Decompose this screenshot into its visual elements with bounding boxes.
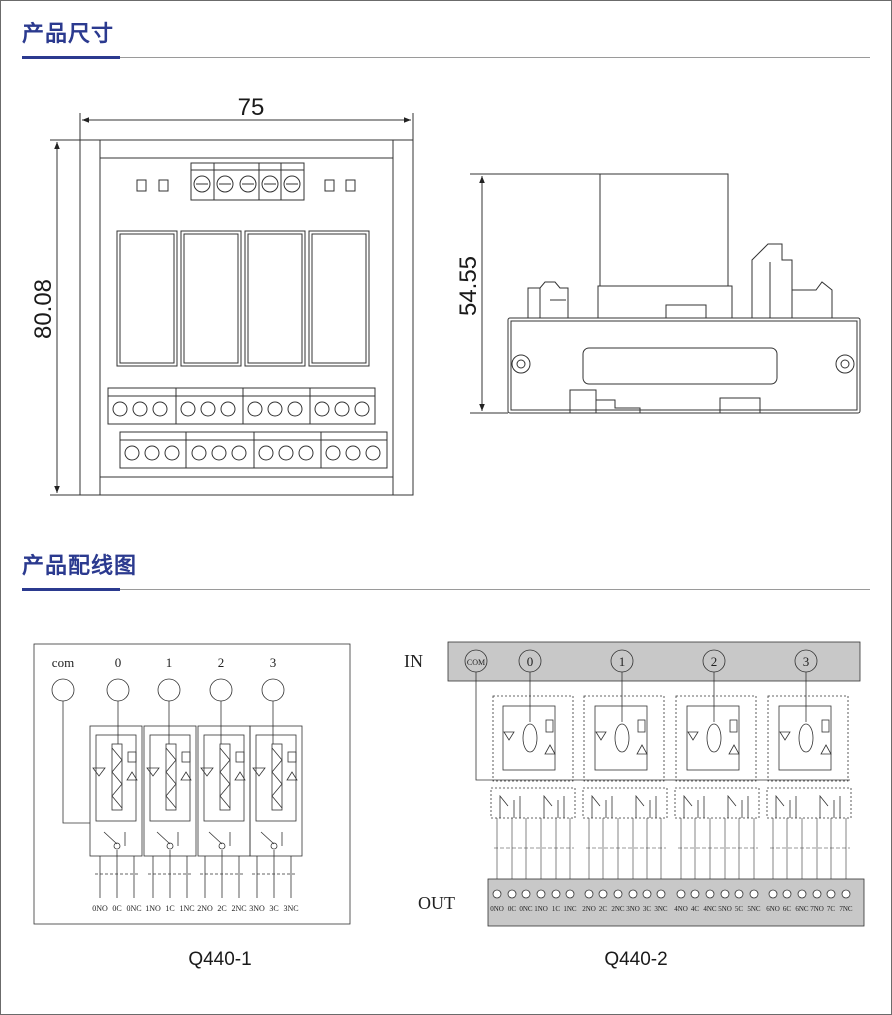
- wiring-title-accent: [22, 588, 120, 591]
- q440-1-input-label: 3: [270, 655, 277, 670]
- q440-2-output-label: 6NO: [766, 905, 780, 913]
- q440-2-output-label: 1C: [552, 905, 561, 913]
- q440-2-output-label: 2C: [599, 905, 608, 913]
- q440-2-output-label: 4NO: [674, 905, 688, 913]
- q440-2-output-label: 2NO: [582, 905, 596, 913]
- q440-2-output-label: 5NO: [718, 905, 732, 913]
- q440-1-input-label: 1: [166, 655, 173, 670]
- q440-2-input-label: 2: [711, 654, 718, 669]
- q440-2-input-label: 1: [619, 654, 626, 669]
- front-view-drawing: [50, 113, 414, 496]
- q440-2-output-label: 0C: [508, 905, 517, 913]
- q440-1-input-label: 0: [115, 655, 122, 670]
- q440-2-output-label: 3NO: [626, 905, 640, 913]
- q440-2-input-label: 0: [527, 654, 534, 669]
- side-height-dimension-label: 54.55: [455, 256, 482, 316]
- q440-2-output-label: 5C: [735, 905, 744, 913]
- q440-2-output-label: 2NC: [611, 905, 625, 913]
- side-view-drawing: [470, 173, 861, 414]
- q440-1-output-label: 0NO: [92, 904, 108, 913]
- q440-1-output-label: 1C: [165, 904, 174, 913]
- q440-1-caption: Q440-1: [188, 949, 251, 970]
- q440-2-wiring-diagram: [447, 641, 865, 927]
- q440-2-input-label: 3: [803, 654, 810, 669]
- q440-2-output-label: 4NC: [703, 905, 717, 913]
- q440-1-output-label: 2C: [217, 904, 226, 913]
- q440-2-input-labels: COM 0 1 2 3: [467, 654, 809, 669]
- q440-1-output-label: 1NC: [179, 904, 194, 913]
- q440-1-output-label: 3C: [269, 904, 278, 913]
- q440-2-output-label: 0NC: [519, 905, 533, 913]
- dimensions-title-accent: [22, 56, 120, 59]
- q440-2-output-label: 7C: [827, 905, 836, 913]
- q440-2-input-label: COM: [467, 658, 485, 667]
- q440-1-output-labels: 0NO 0C 0NC 1NO 1C 1NC 2NO 2C 2NC 3NO 3C …: [92, 904, 298, 913]
- q440-2-caption: Q440-2: [604, 949, 667, 970]
- q440-1-wiring-diagram: [33, 643, 351, 925]
- q440-2-output-label: 6NC: [795, 905, 809, 913]
- q440-2-output-label: 7NO: [810, 905, 824, 913]
- q440-2-output-label: 3C: [643, 905, 652, 913]
- q440-2-output-label: 1NO: [534, 905, 548, 913]
- width-dimension-label: 75: [238, 94, 265, 121]
- q440-1-output-label: 3NC: [283, 904, 298, 913]
- q440-2-output-label: 0NO: [490, 905, 504, 913]
- q440-1-output-label: 2NO: [197, 904, 213, 913]
- wiring-section-title: 产品配线图: [22, 554, 138, 579]
- q440-2-output-label: 1NC: [563, 905, 577, 913]
- q440-2-output-label: 5NC: [747, 905, 761, 913]
- q440-2-output-label: 7NC: [839, 905, 853, 913]
- q440-1-input-label: com: [52, 655, 74, 670]
- q440-1-output-label: 3NO: [249, 904, 265, 913]
- q440-1-input-labels: com 0 1 2 3: [52, 655, 276, 670]
- q440-2-out-label: OUT: [418, 893, 455, 913]
- q440-1-input-label: 2: [218, 655, 225, 670]
- dimensions-title-divider: [22, 57, 870, 58]
- wiring-title-divider: [22, 589, 870, 590]
- q440-2-in-label: IN: [404, 651, 423, 671]
- q440-2-output-label: 4C: [691, 905, 700, 913]
- q440-2-output-labels: 0NO 0C 0NC 1NO 1C 1NC 2NO 2C 2NC 3NO 3C …: [490, 905, 853, 913]
- q440-2-output-label: 6C: [783, 905, 792, 913]
- height-dimension-label: 80.08: [30, 279, 57, 339]
- q440-1-output-label: 2NC: [231, 904, 246, 913]
- q440-2-output-label: 3NC: [654, 905, 668, 913]
- q440-1-output-label: 1NO: [145, 904, 161, 913]
- dimensions-section-title: 产品尺寸: [22, 22, 115, 47]
- q440-1-output-label: 0C: [112, 904, 121, 913]
- q440-1-output-label: 0NC: [126, 904, 141, 913]
